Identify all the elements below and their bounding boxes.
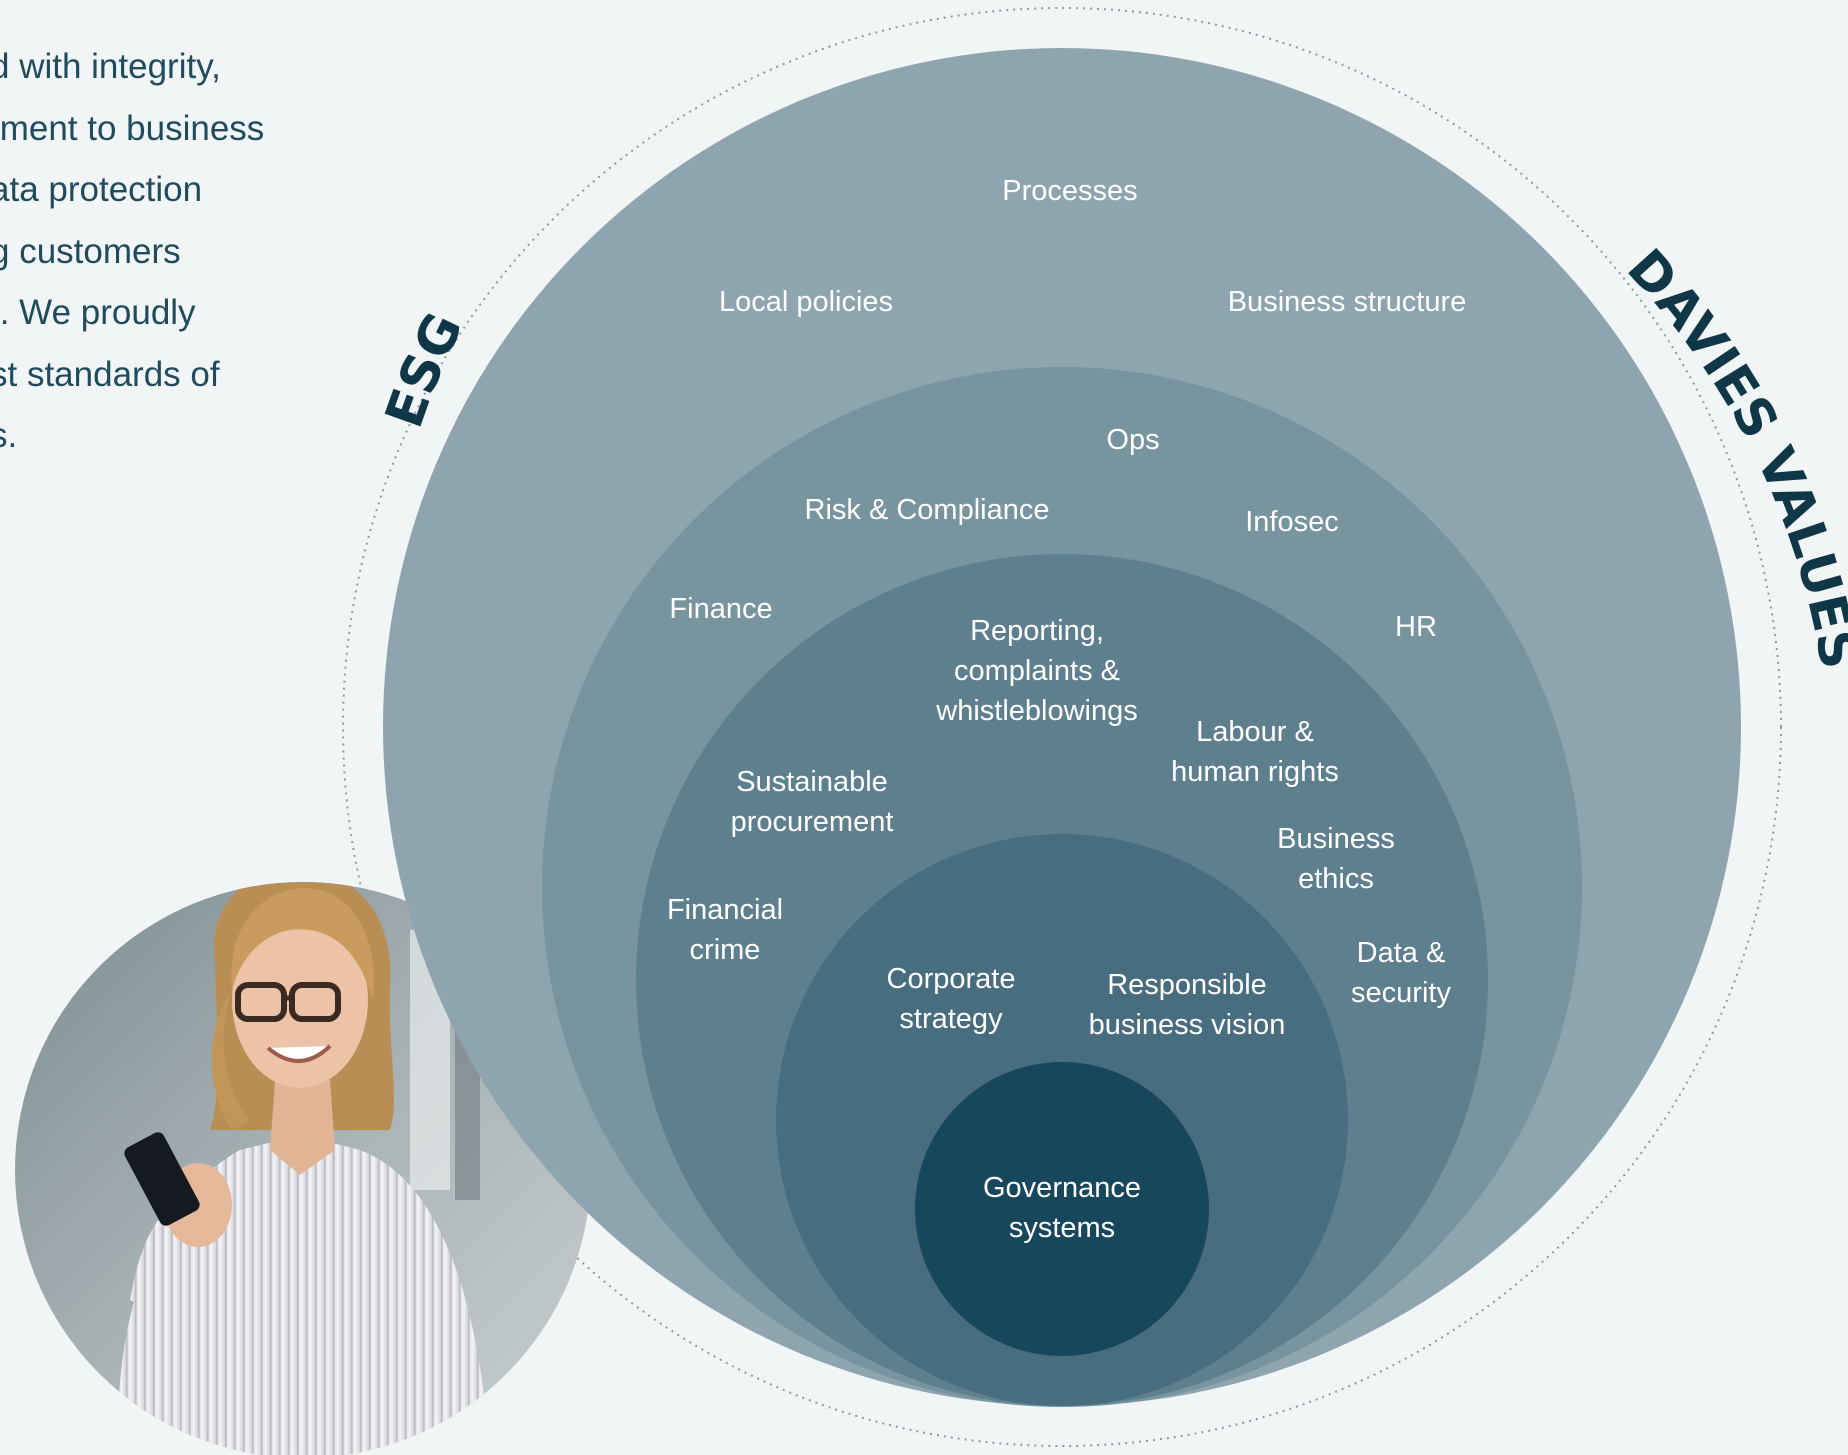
intro-line: g customers (0, 231, 181, 271)
label-local-policies: Local policies (719, 286, 893, 318)
label-line: security (1351, 977, 1451, 1009)
label-line: systems (1009, 1212, 1115, 1244)
label-line: Responsible (1107, 969, 1267, 1001)
label-line: Data & (1357, 937, 1446, 969)
outer-dotted-ring (342, 7, 1782, 1447)
label-line: Labour & (1196, 716, 1314, 748)
label-line: Governance (983, 1172, 1141, 1204)
label-corporate-strategy: Corporate strategy (887, 963, 1016, 1035)
label-line: Corporate (887, 963, 1016, 995)
label-data-security: Data & security (1351, 937, 1451, 1009)
label-hr: HR (1395, 611, 1437, 643)
label-line: procurement (731, 806, 894, 838)
label-line: Reporting, (970, 615, 1104, 647)
label-line: strategy (899, 1003, 1003, 1035)
label-line: Business (1277, 823, 1395, 855)
label-financial-crime: Financial crime (667, 894, 783, 966)
label-risk-compliance: Risk & Compliance (805, 494, 1050, 526)
label-line: crime (690, 934, 761, 966)
label-reporting-complaints: Reporting, complaints & whistleblowings (935, 615, 1138, 727)
label-sustainable-procurement: Sustainable procurement (731, 766, 894, 838)
intro-line: ata protection (0, 170, 203, 209)
label-business-ethics: Business ethics (1277, 823, 1395, 895)
intro-line: tment to business (0, 108, 265, 148)
label-infosec: Infosec (1245, 506, 1339, 538)
label-processes: Processes (1002, 175, 1137, 207)
intro-line: s. (0, 416, 18, 455)
label-responsible-business-vision: Responsible business vision (1089, 969, 1286, 1041)
label-line: Financial (667, 894, 783, 926)
label-line: whistleblowings (935, 695, 1138, 727)
label-line: Sustainable (736, 766, 888, 798)
intro-line: st standards of (0, 354, 220, 394)
intro-line: t. We proudly (0, 293, 196, 332)
core-circle (915, 1062, 1209, 1356)
label-line: human rights (1171, 756, 1339, 788)
intro-paragraph: d with integrity, tment to business ata pr… (0, 36, 264, 467)
label-finance: Finance (669, 593, 772, 625)
label-governance-systems: Governance systems (983, 1172, 1141, 1244)
label-line: complaints & (954, 655, 1120, 687)
label-ops: Ops (1106, 424, 1159, 456)
label-line: business vision (1089, 1009, 1286, 1041)
intro-line: d with integrity, (0, 47, 221, 86)
label-line: ethics (1298, 863, 1374, 895)
label-business-structure: Business structure (1228, 286, 1467, 318)
label-labour-human-rights: Labour & human rights (1171, 716, 1339, 788)
